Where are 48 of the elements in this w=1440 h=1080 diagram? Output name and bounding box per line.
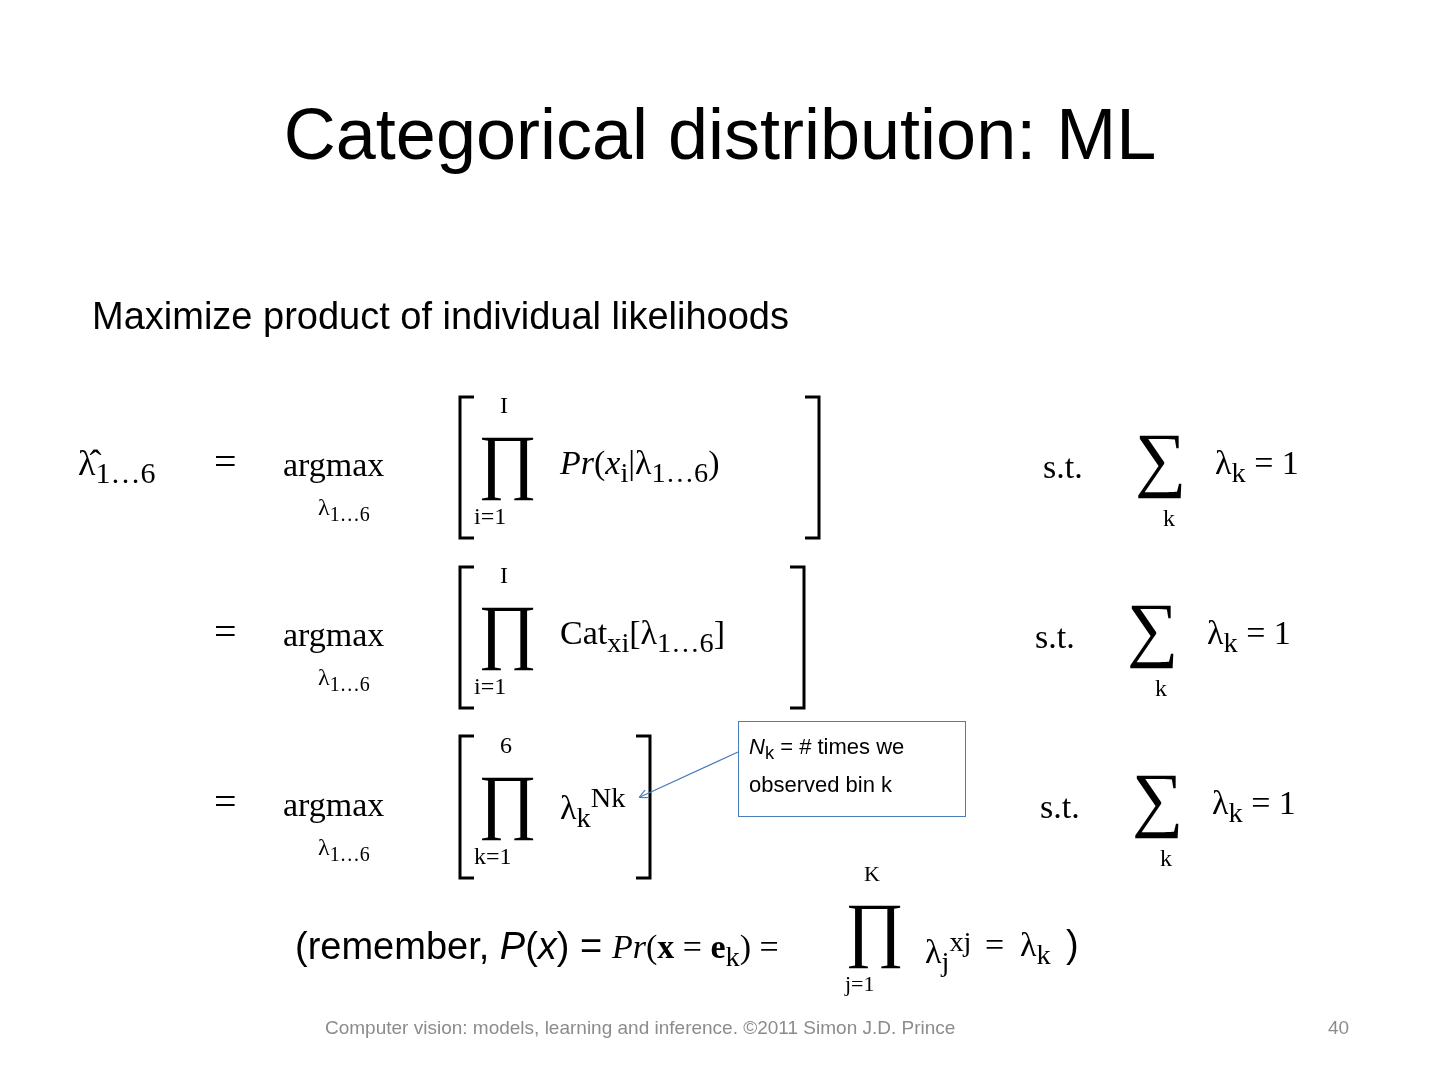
- math-expression: Cat$_{xi}$[λ$_{1…6}$]: [560, 614, 726, 658]
- math-expression: λ$_{k}$ = 1: [1207, 614, 1291, 658]
- math-symbol: λ̂$_{1…6}$: [78, 444, 156, 490]
- math-expression: λ$_{k}$: [1020, 926, 1051, 970]
- sum-symbol: ∑: [1132, 760, 1184, 840]
- math-limit: I: [500, 392, 508, 419]
- sum-symbol: ∑: [1135, 420, 1187, 500]
- product-symbol: ∏: [845, 890, 905, 970]
- math-limit: i=1: [474, 673, 507, 700]
- math-text: s.t.: [1040, 788, 1080, 826]
- product-symbol: ∏: [478, 592, 538, 672]
- body-text: (remember, P(x) =: [295, 926, 603, 968]
- math-operator: =: [985, 926, 1005, 964]
- math-limit: k: [1160, 845, 1172, 872]
- math-operator: argmax: [283, 786, 385, 824]
- callout-text: N$_{k}$ = # times we observed bin k: [749, 733, 906, 799]
- body-text: Maximize product of individual likelihoods: [92, 296, 789, 338]
- leader-line: [638, 751, 739, 799]
- math-subscript: λ$_{1…6}$: [318, 494, 370, 525]
- math-expression: Pr(x = e$_{k}$) =: [612, 928, 779, 972]
- math-operator: argmax: [283, 446, 385, 484]
- math-text: s.t.: [1043, 448, 1083, 486]
- slide-title: Categorical distribution: ML: [282, 95, 1158, 175]
- page-number: 40: [1328, 1018, 1350, 1039]
- math-subscript: λ$_{1…6}$: [318, 664, 370, 695]
- math-operator: =: [214, 440, 237, 484]
- callout-box: [738, 721, 966, 817]
- math-limit: k: [1163, 505, 1175, 532]
- sum-symbol: ∑: [1127, 590, 1179, 670]
- math-subscript: λ$_{1…6}$: [318, 834, 370, 865]
- product-symbol: ∏: [478, 422, 538, 502]
- math-expression: λ$_{k}$ = 1: [1212, 784, 1296, 828]
- math-limit: K: [864, 862, 880, 887]
- math-limit: I: [500, 562, 508, 589]
- math-limit: k: [1155, 675, 1167, 702]
- math-limit: 6: [500, 732, 512, 759]
- math-operator: =: [214, 610, 237, 654]
- product-symbol: ∏: [478, 762, 538, 842]
- math-expression: λ$_{k}$ = 1: [1215, 444, 1299, 488]
- math-limit: j=1: [845, 972, 875, 997]
- math-operator: =: [214, 780, 237, 824]
- math-expression: Pr(x$_{i}$|λ$_{1…6}$): [560, 444, 720, 488]
- footer-text: Computer vision: models, learning and inference. ©2011 Simon J.D. Prince: [325, 1018, 956, 1039]
- math-limit: k=1: [474, 843, 512, 870]
- body-text: ): [1066, 924, 1079, 966]
- math-operator: argmax: [283, 616, 385, 654]
- math-limit: i=1: [474, 503, 507, 530]
- math-text: s.t.: [1035, 618, 1075, 656]
